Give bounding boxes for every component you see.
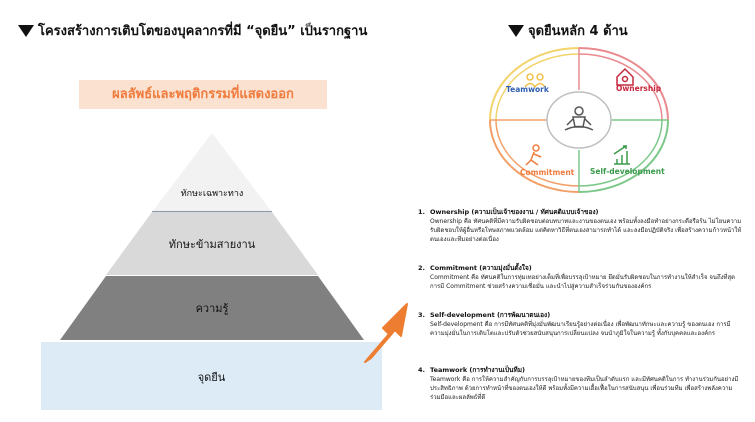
triangle-down-icon xyxy=(508,24,524,37)
wheel-label-commitment: Commitment xyxy=(520,168,575,177)
left-heading: โครงสร้างการเติบโตของบุคลากรที่มี “จุดยื… xyxy=(18,20,367,41)
list-item: 3. Self-development (การพัฒนาตนเอง) Self… xyxy=(418,311,743,338)
core-values-list: 1. Ownership (ความเป็นเจ้าของงาน / ทัศนค… xyxy=(418,208,743,418)
list-item-body: Commitment คือ ทัศนคติในการทุ่มเทอย่างเต… xyxy=(430,274,736,290)
list-item-number: 4. xyxy=(418,366,425,374)
wheel-label-ownership: Ownership xyxy=(616,84,662,93)
list-item-title: Teamwork (การทำงานเป็นทีม) xyxy=(430,366,525,374)
pyramid-second-layer xyxy=(106,212,318,275)
list-item-body: Self-development คือ การมีทัศนคติที่มุ่ง… xyxy=(430,321,731,337)
results-banner: ผลลัพธ์และพฤติกรรมที่แสดงออก xyxy=(79,80,327,109)
pyramid-base-label: จุดยืน xyxy=(197,371,226,384)
list-item: 1. Ownership (ความเป็นเจ้าของงาน / ทัศนค… xyxy=(418,208,743,244)
pyramid-third-label: ความรู้ xyxy=(195,302,229,315)
list-item-number: 1. xyxy=(418,208,425,216)
ring-ownership xyxy=(578,47,669,121)
pyramid-base-layer xyxy=(41,342,382,410)
right-heading-text: จุดยืนหลัก 4 ด้าน xyxy=(528,24,628,39)
list-item-title: Ownership (ความเป็นเจ้าของงาน / ทัศนคติแ… xyxy=(430,208,599,216)
ownership-icon xyxy=(616,67,634,86)
pyramid-top-label: ทักษะเฉพาะทาง xyxy=(180,189,244,199)
list-item-number: 3. xyxy=(418,311,425,319)
ring-teamwork xyxy=(489,47,580,121)
ring-self-development xyxy=(578,119,669,193)
list-item-body: Teamwork คือ การให้ความสำคัญกับการบรรลุเ… xyxy=(430,376,739,401)
growth-icon xyxy=(613,144,630,165)
list-item-body: Ownership คือ ทัศนคติที่มีความรับผิดชอบต… xyxy=(430,218,742,243)
ring-commitment xyxy=(489,119,580,193)
pyramid-third-layer xyxy=(60,276,364,340)
list-item: 2. Commitment (ความมุ่งมั่นตั้งใจ) Commi… xyxy=(418,264,743,291)
list-item-title: Commitment (ความมุ่งมั่นตั้งใจ) xyxy=(430,264,532,272)
growth-pyramid xyxy=(41,133,382,410)
wheel-label-self-development: Self-development xyxy=(590,167,665,176)
pyramid-second-label: ทักษะข้ามสายงาน xyxy=(168,238,256,251)
list-item: 4. Teamwork (การทำงานเป็นทีม) Teamwork ค… xyxy=(418,366,743,402)
left-heading-text: โครงสร้างการเติบโตของบุคลากรที่มี “จุดยื… xyxy=(38,24,368,39)
core-values-wheel xyxy=(489,47,669,193)
list-item-title: Self-development (การพัฒนาตนเอง) xyxy=(430,311,551,319)
list-item-number: 2. xyxy=(418,264,425,272)
pyramid-top-layer xyxy=(152,133,272,212)
wheel-label-teamwork: Teamwork xyxy=(506,85,549,94)
team-icon xyxy=(524,73,546,89)
right-heading: จุดยืนหลัก 4 ด้าน xyxy=(508,20,628,41)
commitment-icon xyxy=(525,144,542,166)
arrow-icon xyxy=(364,303,408,363)
meditation-icon xyxy=(564,106,594,131)
triangle-down-icon xyxy=(18,24,34,37)
